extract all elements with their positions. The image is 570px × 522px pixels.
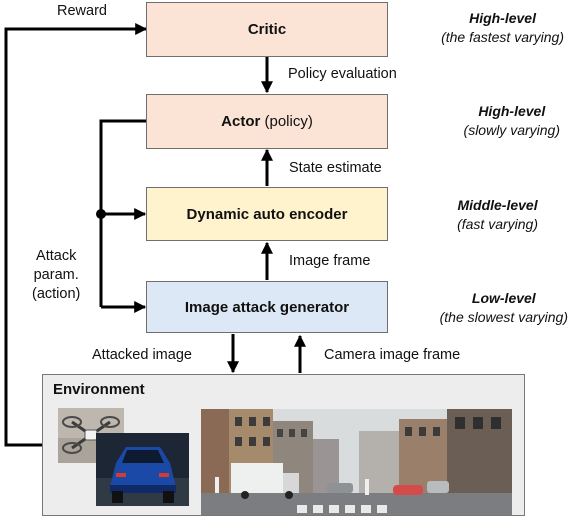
encoder-box: Dynamic auto encoder (146, 187, 388, 241)
level-description: (fast varying) (457, 215, 538, 232)
level-title: High-level (469, 10, 536, 26)
reward-label: Reward (57, 3, 107, 19)
level-annotation-attack: Low-level (the slowest varying) (440, 289, 568, 327)
critic-label: Critic (247, 21, 287, 38)
camera-image-frame-label: Camera image frame (324, 347, 461, 363)
level-title: Low-level (471, 290, 536, 306)
environment-box: Environment (42, 374, 525, 516)
critic-box: Critic (146, 2, 388, 57)
level-annotation-encoder: Middle-level (fast varying) (457, 196, 538, 234)
level-annotation-actor: High-level (slowly varying) (464, 102, 560, 140)
attack-generator-box: Image attack generator (146, 281, 388, 333)
policy-evaluation-label: Policy evaluation (288, 66, 397, 82)
action-bus-line (99, 119, 146, 307)
level-description: (slowly varying) (463, 121, 560, 138)
blue-car-photo (96, 433, 189, 506)
environment-title: Environment (53, 381, 145, 398)
level-description: (the fastest varying) (441, 28, 564, 45)
encoder-label: Dynamic auto encoder (186, 205, 348, 223)
reward-arrow (4, 23, 148, 447)
image-frame-label: Image frame (289, 253, 371, 269)
level-title: Middle-level (457, 197, 538, 213)
attacked-image-label: Attacked image (92, 347, 192, 363)
actor-label-rest: (policy) (260, 113, 313, 130)
level-title: High-level (478, 103, 546, 119)
level-annotation-critic: High-level (the fastest varying) (441, 9, 564, 47)
actor-label: Actor (policy) (221, 113, 313, 130)
state-estimate-label: State estimate (289, 160, 382, 176)
attack-generator-label: Image attack generator (184, 298, 350, 316)
junction-dot (96, 209, 106, 219)
attack-param-label: Attack param. (action) (32, 247, 80, 304)
attack-param-line-2: param. (33, 266, 79, 283)
city-street-photo (201, 409, 512, 515)
attack-param-line-1: Attack (36, 248, 77, 264)
attack-param-line-3: (action) (32, 285, 81, 302)
actor-label-bold: Actor (221, 113, 261, 130)
actor-box: Actor (policy) (146, 94, 388, 149)
level-description: (the slowest varying) (439, 308, 568, 325)
